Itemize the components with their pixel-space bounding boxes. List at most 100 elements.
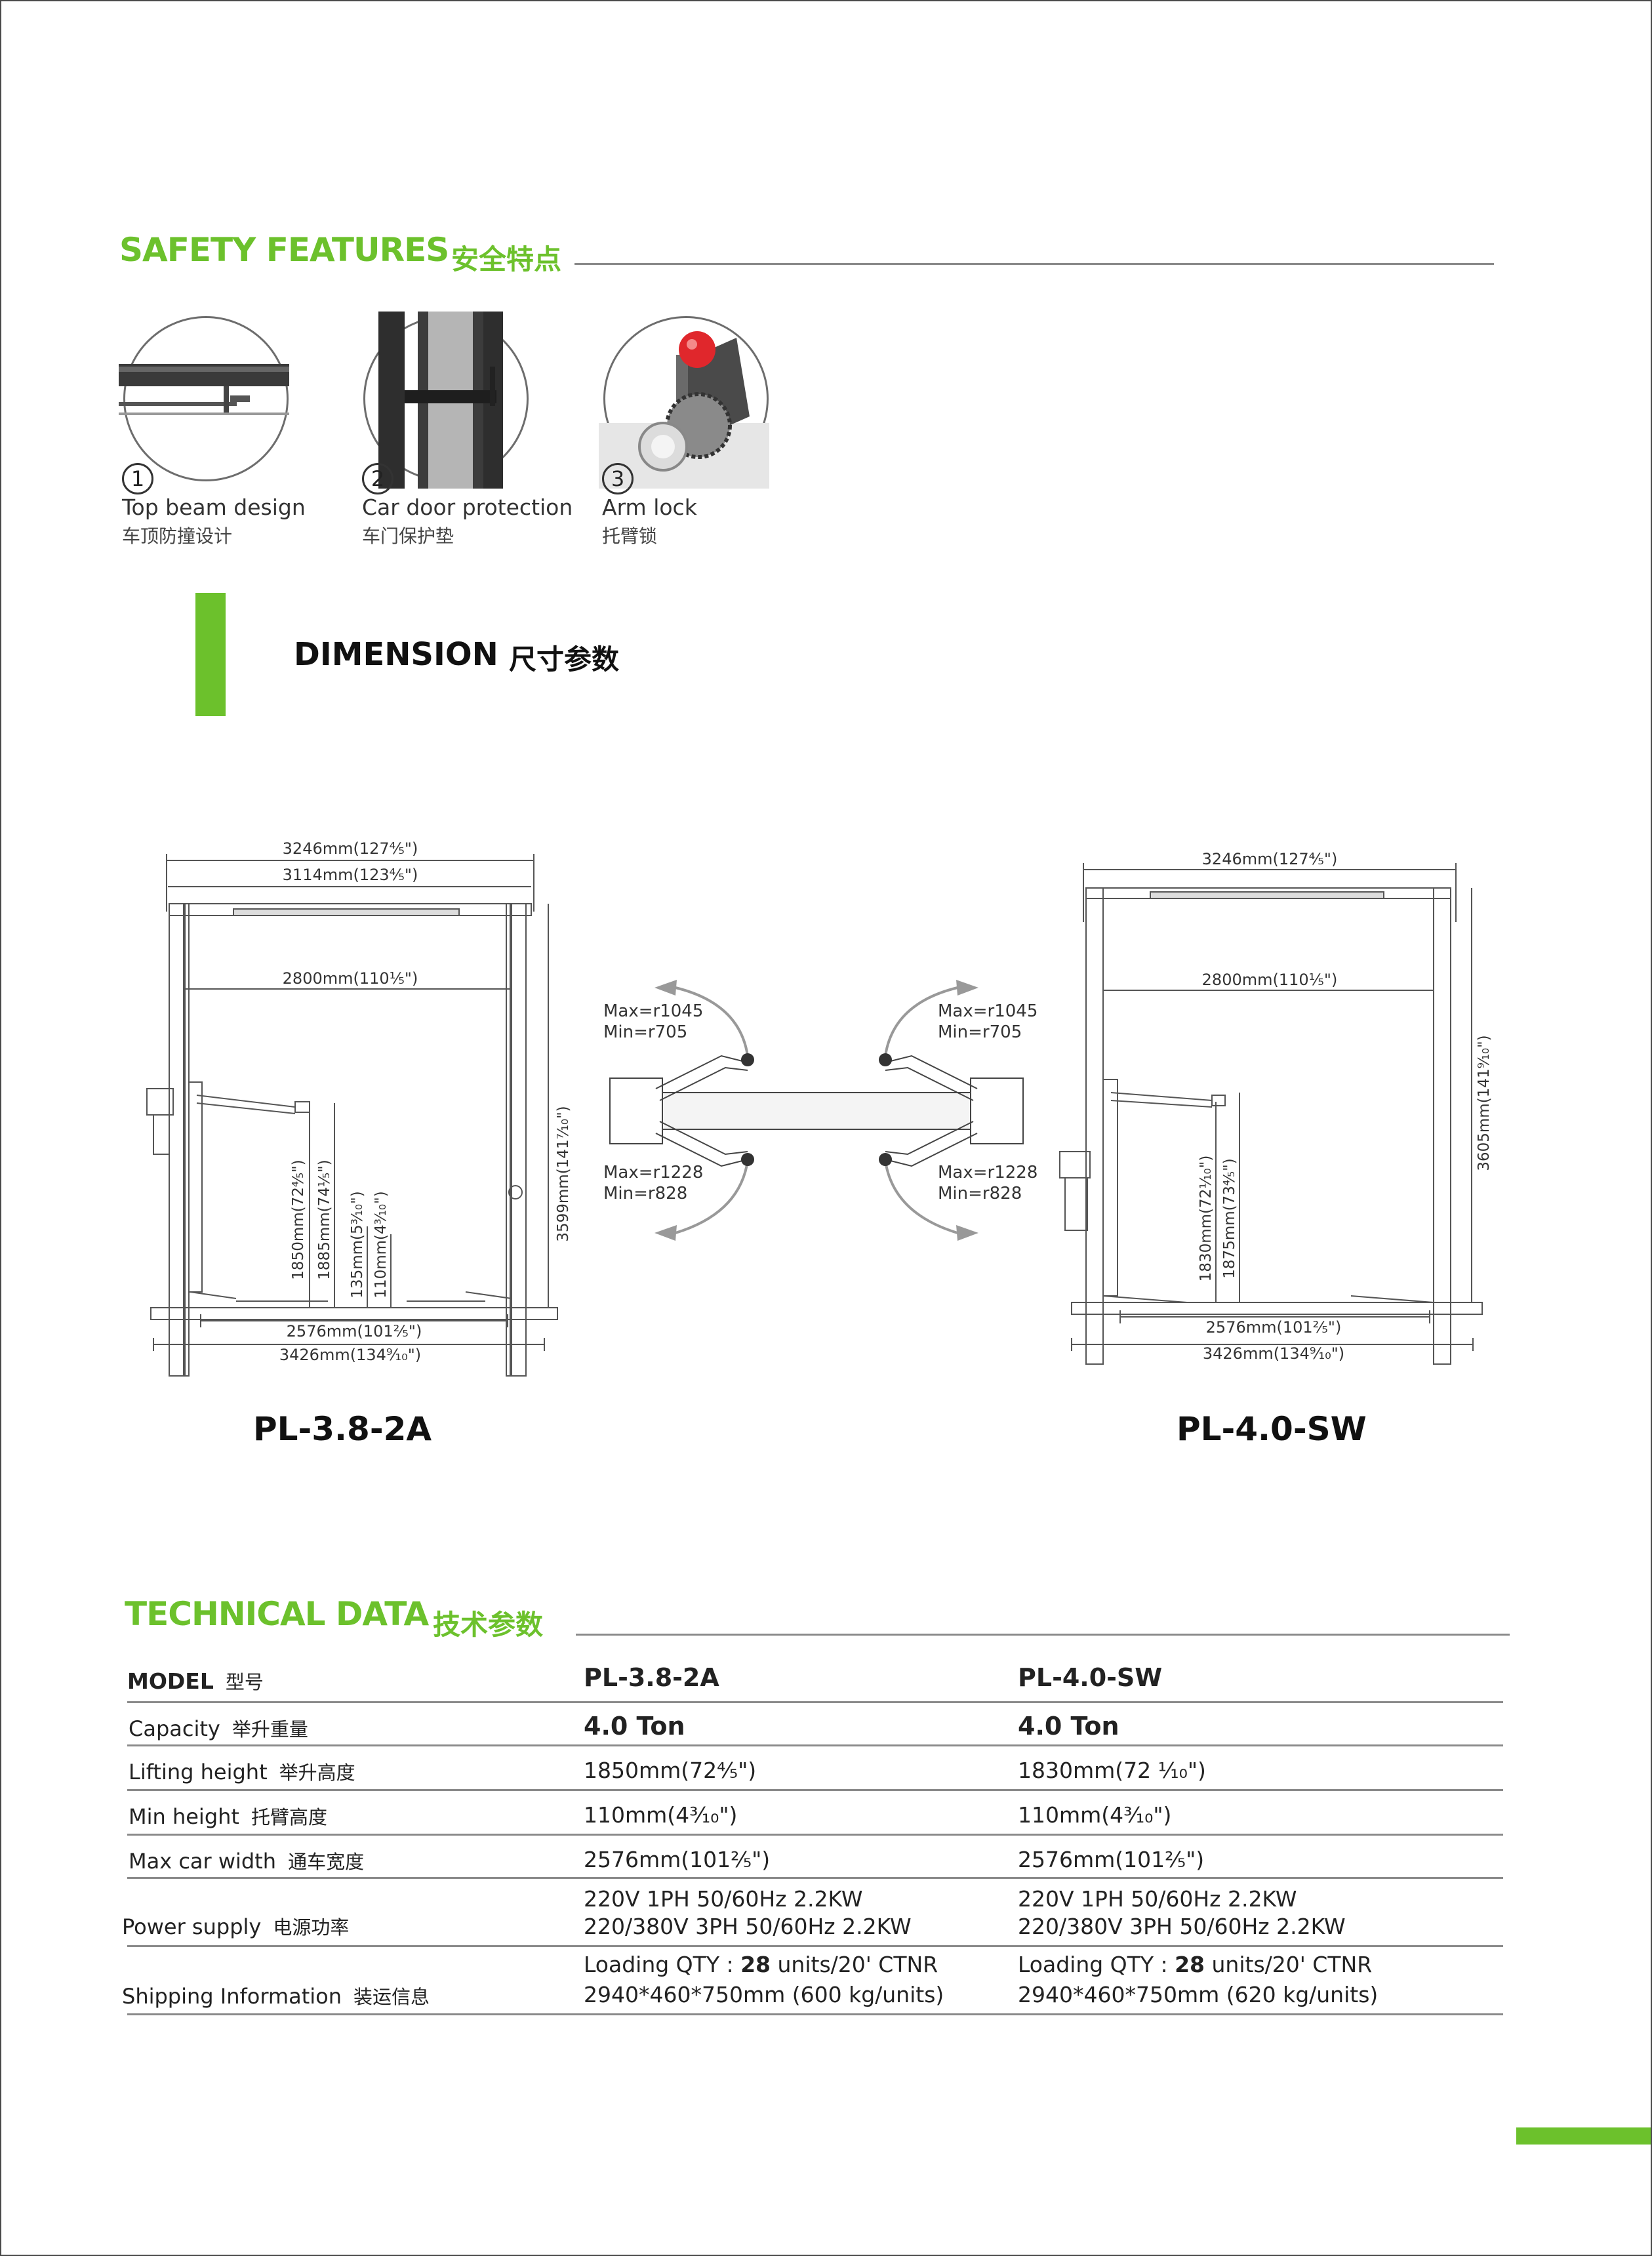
table-row-label: Capacity 举升重量 [129,1714,308,1742]
table-header-col1: PL-3.8-2A [584,1663,719,1692]
table-cell: 220V 1PH 50/60Hz 2.2KW [1018,1886,1297,1912]
table-row-label: Power supply 电源功率 [122,1912,349,1940]
feature-label-cn: 车顶防撞设计 [122,525,233,547]
lift-height2-label: 1885mm(74¹⁄₅") [316,1159,333,1279]
left-short-min: Min=r705 [603,1022,687,1042]
table-row-divider [127,1744,1503,1746]
right-short-min: Min=r705 [938,1022,1022,1042]
base-width-label: 3426mm(134⁹⁄₁₀") [1203,1344,1344,1363]
row-label-en: Lifting height [129,1760,268,1784]
right-long-min: Min=r828 [938,1184,1022,1203]
inner-width-label: 2800mm(110¹⁄₅") [283,969,418,988]
qty-value: 28 [740,1952,771,1977]
row-label-cn: 装运信息 [353,1986,430,2008]
lift-height-label: 1850mm(72⁴⁄₅") [290,1159,307,1279]
model-header-cn: 型号 [225,1671,264,1693]
row-label-cn: 举升高度 [279,1762,355,1784]
table-header-col2: PL-4.0-SW [1018,1663,1163,1692]
dimension-title-cn: 尺寸参数 [509,643,620,675]
row-label-cn: 托臂高度 [251,1806,327,1828]
inner-width-label: 2800mm(110¹⁄₅") [1202,971,1338,989]
row-label-en: Min height [129,1804,239,1829]
technical-title: TECHNICAL DATA [125,1595,429,1633]
feature-number-3: 3 [602,463,634,494]
table-cell: Loading QTY : 28 units/20' CTNR [584,1952,938,1977]
footer-accent-bar [1516,2127,1651,2145]
drive-width-label: 2576mm(101²⁄₅") [287,1322,422,1340]
feature-label-cn: 车门保护垫 [362,525,454,547]
left-long-min: Min=r828 [603,1184,687,1203]
right-long-max: Max=r1228 [938,1163,1038,1182]
table-row-divider [127,1945,1503,1947]
qty-prefix: Loading QTY : [584,1952,741,1977]
table-cell: 1850mm(72⁴⁄₅") [584,1758,757,1783]
row-label-en: Power supply [122,1914,262,1939]
table-cell: 110mm(4³⁄₁₀") [1018,1802,1172,1828]
top-beam-icon [119,316,289,481]
arm-lock-icon [599,316,769,489]
front-view-drawing-a: 3246mm(127⁴⁄₅") 3114mm(123⁴⁄₅") 2800mm(1… [146,839,572,1377]
table-cell: 220V 1PH 50/60Hz 2.2KW [584,1886,863,1912]
table-row-label: Shipping Information 装运信息 [122,1982,430,2009]
qty-prefix: Loading QTY : [1018,1952,1175,1977]
feature-number-2: 2 [362,463,393,494]
pad-height-label: 135mm(5³⁄₁₀") [349,1191,366,1298]
table-row-label: Min height 托臂高度 [129,1802,327,1830]
table-cell: 110mm(4³⁄₁₀") [584,1802,738,1828]
safety-rule [574,263,1494,265]
table-header-label: MODEL 型号 [127,1667,264,1695]
feature-label-en: Arm lock [602,494,697,520]
model-header-en: MODEL [127,1668,214,1694]
table-cell: 2940*460*750mm (620 kg/units) [1018,1982,1379,2007]
table-row-divider [127,1834,1503,1836]
model-label-a: PL-3.8-2A [253,1410,432,1448]
feature-label-en: Top beam design [122,494,306,520]
height-label: 3599mm(141⁷⁄₁₀") [555,1106,572,1241]
row-label-en: Shipping Information [122,1984,342,2009]
safety-title-cn: 安全特点 [451,243,562,275]
front-view-drawing-b: 3246mm(127⁴⁄₅") 2800mm(110¹⁄₅") 3605mm(1… [1059,850,1493,1365]
technical-title-cn: 技术参数 [433,1609,544,1641]
lift-height-label: 1830mm(72¹⁄₁₀") [1198,1156,1215,1282]
table-cell: 4.0 Ton [584,1712,685,1741]
door-pad-icon [363,312,529,489]
technical-rule [576,1634,1510,1636]
overall-width-label: 3246mm(127⁴⁄₅") [283,839,418,858]
row-label-cn: 电源功率 [273,1916,350,1939]
table-cell: 220/380V 3PH 50/60Hz 2.2KW [1018,1914,1346,1939]
qty-value: 28 [1175,1952,1205,1977]
table-row-label: Lifting height 举升高度 [129,1758,355,1785]
table-cell: Loading QTY : 28 units/20' CTNR [1018,1952,1372,1977]
left-long-max: Max=r1228 [603,1163,703,1182]
feature-label-cn: 托臂锁 [602,525,658,547]
height-label: 3605mm(141⁹⁄₁₀") [1476,1035,1493,1171]
table-row-divider [127,2013,1503,2015]
min-height-label: 110mm(4³⁄₁₀") [373,1191,390,1298]
table-row-divider [127,1701,1503,1703]
qty-suffix: units/20' CTNR [1205,1952,1373,1977]
dimension-accent-bar [195,593,226,716]
table-row-divider [127,1877,1503,1879]
table-cell: 220/380V 3PH 50/60Hz 2.2KW [584,1914,912,1939]
safety-title: SAFETY FEATURES [119,231,449,269]
table-cell: 2576mm(101²⁄₅") [584,1847,771,1872]
table-cell: 1830mm(72 ¹⁄₁₀") [1018,1758,1206,1783]
table-cell: 2940*460*750mm (600 kg/units) [584,1982,944,2007]
base-width-label: 3426mm(134⁹⁄₁₀") [279,1346,421,1364]
table-cell: 4.0 Ton [1018,1712,1119,1741]
table-row-divider [127,1789,1503,1791]
left-short-max: Max=r1045 [603,1001,703,1021]
dimension-title: DIMENSION [294,636,498,673]
row-label-en: Max car width [129,1849,277,1874]
beam-width-label: 3114mm(123⁴⁄₅") [283,866,418,884]
qty-suffix: units/20' CTNR [771,1952,938,1977]
model-label-b: PL-4.0-SW [1177,1410,1367,1448]
table-cell: 2576mm(101²⁄₅") [1018,1847,1205,1872]
top-view-drawing: Max=r1045 Min=r705 Max=r1228 Min=r828 Ma… [603,980,1038,1241]
row-label-en: Capacity [129,1716,220,1741]
row-label-cn: 举升重量 [232,1718,308,1741]
right-short-max: Max=r1045 [938,1001,1038,1021]
drive-width-label: 2576mm(101²⁄₅") [1206,1318,1342,1337]
